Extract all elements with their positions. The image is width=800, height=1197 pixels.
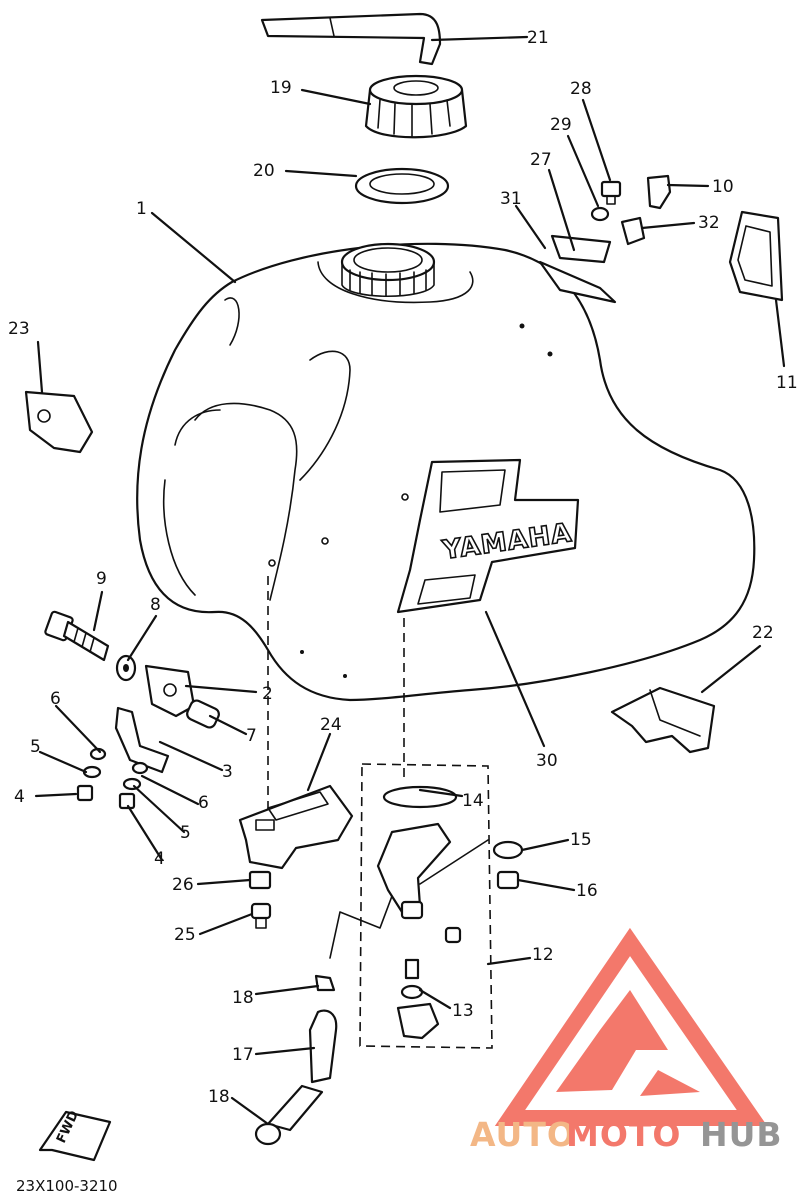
leader-lines	[34, 35, 786, 1126]
callout-14: 14	[462, 791, 484, 811]
screw-15	[492, 840, 524, 860]
callout-12: 12	[532, 945, 554, 965]
callout-17: 17	[232, 1045, 254, 1065]
callout-7: 7	[246, 726, 257, 746]
drawing-code: 23X100-3210	[16, 1177, 118, 1195]
callout-21: 21	[527, 28, 549, 48]
callout-20: 20	[253, 161, 275, 181]
fuel-cock-assembly	[359, 618, 493, 1049]
bolt-9	[44, 610, 110, 662]
bracket-2	[144, 664, 196, 718]
screw-16	[496, 870, 520, 890]
callout-32: 32	[698, 213, 720, 233]
callout-2: 2	[262, 684, 273, 704]
callout-16: 16	[576, 881, 598, 901]
bracket-3	[114, 706, 170, 774]
watermark-moto: MOTO	[566, 1115, 681, 1154]
fwd-arrow-mark: FWD	[38, 1108, 112, 1162]
callout-3: 3	[222, 762, 233, 782]
automotohub-watermark: AUTO MOTO HUB	[470, 927, 783, 1154]
bracket-23	[24, 390, 94, 454]
callout-8: 8	[150, 595, 161, 615]
callout-31: 31	[500, 189, 522, 209]
emblem-11	[728, 210, 784, 302]
callout-24: 24	[320, 715, 342, 735]
callout-9: 9	[96, 569, 107, 589]
callout-30: 30	[536, 751, 558, 771]
screw-28	[600, 180, 622, 205]
callout-27: 27	[530, 150, 552, 170]
collar-7	[186, 699, 220, 729]
rear-mount-24	[238, 784, 354, 870]
watermark-hub: HUB	[700, 1115, 783, 1154]
callout-6a: 6	[50, 689, 61, 709]
bolt-25	[250, 902, 272, 929]
callout-25: 25	[174, 925, 196, 945]
emblem-bracket	[538, 234, 617, 304]
watermark-auto: AUTO	[470, 1115, 576, 1154]
callout-15: 15	[570, 830, 592, 850]
breather-hose	[260, 12, 442, 66]
washer-8	[115, 654, 137, 682]
callout-23: 23	[8, 319, 30, 339]
fuel-cap	[364, 74, 468, 139]
callout-labels: 21 19 20 1 23 28 29 27 31 10 32 11 30 22…	[8, 28, 798, 1107]
callout-22: 22	[752, 623, 774, 643]
washer-29	[590, 206, 610, 222]
callout-26: 26	[172, 875, 194, 895]
callout-18a: 18	[232, 988, 254, 1008]
bolt-10	[646, 174, 672, 210]
callout-6b: 6	[198, 793, 209, 813]
callout-4a: 4	[14, 787, 25, 807]
callout-5b: 5	[180, 823, 191, 843]
damper-22	[610, 686, 716, 754]
callout-19: 19	[270, 78, 292, 98]
grommet-32	[620, 216, 646, 246]
watermark-logo-icon	[494, 927, 768, 1126]
callout-29: 29	[550, 115, 572, 135]
nut-26	[248, 870, 272, 890]
screw-guide-line	[419, 839, 489, 885]
callout-5a: 5	[30, 737, 41, 757]
callout-28: 28	[570, 79, 592, 99]
callout-10: 10	[712, 177, 734, 197]
callout-1: 1	[136, 199, 147, 219]
cap-gasket	[354, 167, 450, 205]
callout-13: 13	[452, 1001, 474, 1021]
callout-4b: 4	[154, 849, 165, 869]
callout-18b: 18	[208, 1087, 230, 1107]
callout-11: 11	[776, 373, 798, 393]
small-hardware-left	[76, 747, 149, 810]
fuel-hose	[254, 895, 393, 1146]
